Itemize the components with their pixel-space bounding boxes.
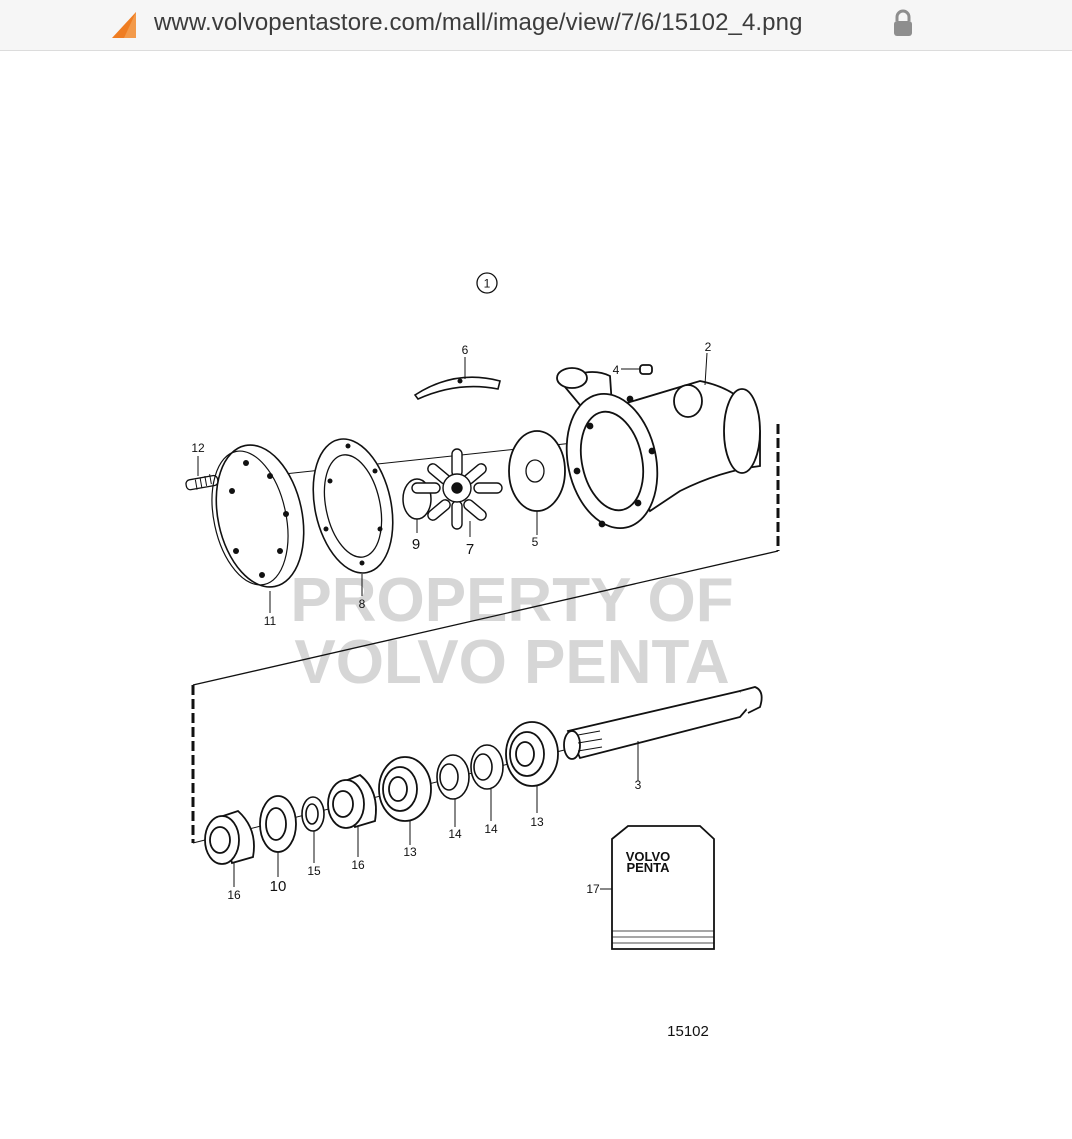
- group-number-circle: 1: [476, 272, 498, 294]
- part-spacer-16b: [327, 773, 377, 829]
- watermark-line2: VOLVO PENTA: [294, 628, 729, 697]
- part-spacer-16a: [204, 809, 255, 865]
- image-viewer: 1 PROPERTY OF VOLVO PENTA: [0, 51, 1072, 1134]
- kit-brand-line1: VOLVO: [626, 849, 671, 864]
- label-15: 15: [307, 864, 321, 878]
- label-6: 6: [462, 343, 469, 357]
- part-cover-plate: [211, 444, 305, 588]
- label-16a: 16: [227, 888, 241, 902]
- part-pump-housing: [556, 364, 761, 530]
- url-text[interactable]: www.volvopentastore.com/mall/image/view/…: [154, 9, 803, 36]
- label-12: 12: [191, 441, 205, 455]
- part-shaft: [563, 686, 763, 760]
- orange-sail-icon: [112, 12, 136, 38]
- part-service-kit: VOLVO PENTA: [611, 825, 715, 950]
- label-11: 11: [264, 614, 277, 628]
- exploded-parts-diagram: 1 PROPERTY OF VOLVO PENTA: [185, 272, 780, 1040]
- part-bearing-13a: [378, 756, 432, 822]
- group-number: 1: [484, 277, 491, 291]
- label-3: 3: [635, 778, 642, 792]
- label-13b: 13: [530, 815, 544, 829]
- kit-brand-line2: PENTA: [626, 860, 670, 875]
- label-8: 8: [359, 597, 366, 611]
- label-5: 5: [532, 535, 539, 549]
- label-7: 7: [466, 541, 474, 558]
- label-10: 10: [270, 878, 287, 895]
- label-16b: 16: [351, 858, 365, 872]
- label-4: 4: [613, 363, 620, 377]
- part-seal-10: [259, 795, 297, 853]
- part-cam: [413, 376, 501, 400]
- lock-icon: [894, 9, 912, 36]
- label-14b: 14: [484, 822, 498, 836]
- part-impeller: [411, 448, 503, 530]
- drawing-number: 15102: [667, 1023, 709, 1040]
- part-gasket: [312, 438, 394, 574]
- part-screw: [185, 474, 219, 491]
- label-2: 2: [705, 340, 712, 354]
- browser-address-bar: www.volvopentastore.com/mall/image/view/…: [0, 0, 1072, 51]
- label-17: 17: [586, 882, 600, 896]
- part-seal-14b: [470, 744, 504, 790]
- watermark: PROPERTY OF VOLVO PENTA: [290, 566, 733, 697]
- part-seal-14a: [436, 754, 470, 800]
- label-14a: 14: [448, 827, 462, 841]
- part-labels: 2 3 4 5 6 7 8 9 10 11 12 13 13 14 14 15 …: [191, 340, 711, 902]
- part-wear-plate: [508, 430, 566, 512]
- label-9: 9: [412, 536, 420, 553]
- part-washer-15: [301, 796, 325, 832]
- part-bearing-13b: [505, 721, 559, 787]
- label-13a: 13: [403, 845, 417, 859]
